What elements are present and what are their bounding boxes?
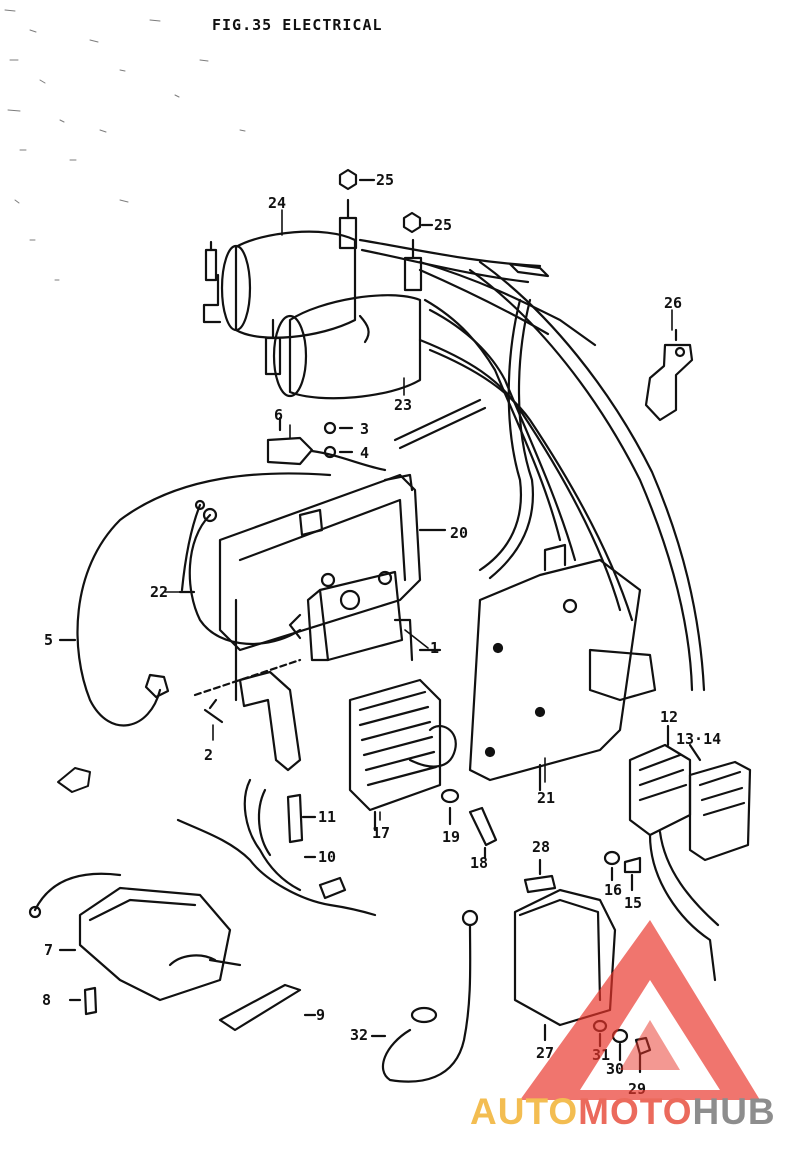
callout-26: 26 — [664, 294, 682, 312]
callout-25-upper: 25 — [376, 171, 394, 189]
washer-bolt-18-19 — [440, 788, 498, 860]
wire-clamp-26 — [644, 328, 694, 422]
callout-12: 12 — [660, 708, 678, 726]
cover-plate-21 — [468, 543, 657, 792]
relay-lead-22 — [178, 499, 302, 645]
callout-16: 16 — [604, 881, 622, 899]
unit-7 — [28, 872, 242, 1002]
callout-11: 11 — [318, 808, 336, 826]
callout-9: 9 — [316, 1006, 325, 1024]
callout-28: 28 — [532, 838, 550, 856]
screw-washer-15-16 — [603, 850, 642, 892]
ground-cable-32 — [370, 909, 479, 1083]
callout-25-lower: 25 — [434, 216, 452, 234]
scan-speckle — [4, 9, 246, 281]
callout-4: 4 — [360, 444, 369, 462]
callout-2: 2 — [204, 746, 213, 764]
callout-labels: 1 2 3 4 5 6 7 8 9 10 11 12 13·14 15 16 1… — [42, 171, 721, 1098]
starter-relay-1 — [288, 570, 442, 662]
coil-harness — [358, 238, 706, 692]
callout-6: 6 — [274, 406, 283, 424]
fuse-holder-10-11 — [176, 778, 377, 917]
callout-27: 27 — [536, 1044, 554, 1062]
leader-lines — [164, 209, 673, 821]
watermark-hub: HUB — [692, 1091, 775, 1132]
callout-17: 17 — [372, 824, 390, 842]
callout-24: 24 — [268, 194, 286, 212]
ignition-coil-upper — [202, 198, 358, 339]
callout-22: 22 — [150, 583, 168, 601]
svg-text:AUTOMOTOHUB: AUTOMOTOHUB — [470, 1091, 776, 1132]
bolt-8-strap-9 — [68, 983, 317, 1032]
fuse-box-12-13-14 — [628, 724, 752, 982]
figure-title: FIG.35 ELECTRICAL — [212, 16, 383, 34]
battery-cable-5 — [58, 472, 332, 727]
callout-8: 8 — [42, 991, 51, 1009]
callout-7: 7 — [44, 941, 53, 959]
callout-19: 19 — [442, 828, 460, 846]
ignition-coil-lower — [264, 238, 423, 400]
nut-pair-25 — [338, 168, 434, 234]
callout-3: 3 — [360, 420, 369, 438]
callout-1: 1 — [430, 639, 439, 657]
callout-32: 32 — [350, 1026, 368, 1044]
callout-13-14: 13·14 — [676, 730, 721, 748]
relay-bracket — [193, 658, 302, 772]
watermark-moto: MOTO — [578, 1091, 692, 1132]
watermark-triangle-icon — [520, 920, 760, 1100]
electrical-panel-20 — [218, 473, 447, 702]
callout-5: 5 — [44, 631, 53, 649]
automotohub-watermark: AUTOMOTOHUB — [470, 920, 776, 1132]
cover-27-28 — [513, 858, 617, 1042]
callout-20: 20 — [450, 524, 468, 542]
watermark-auto: AUTO — [470, 1091, 578, 1132]
callout-10: 10 — [318, 848, 336, 866]
callout-23: 23 — [394, 396, 412, 414]
direction-arrow-icon — [57, 767, 91, 793]
callout-30: 30 — [606, 1060, 624, 1078]
terminal-parts — [266, 416, 387, 472]
regulator-rectifier-17 — [348, 678, 457, 832]
callout-15: 15 — [624, 894, 642, 912]
callout-21: 21 — [537, 789, 555, 807]
callout-18: 18 — [470, 854, 488, 872]
